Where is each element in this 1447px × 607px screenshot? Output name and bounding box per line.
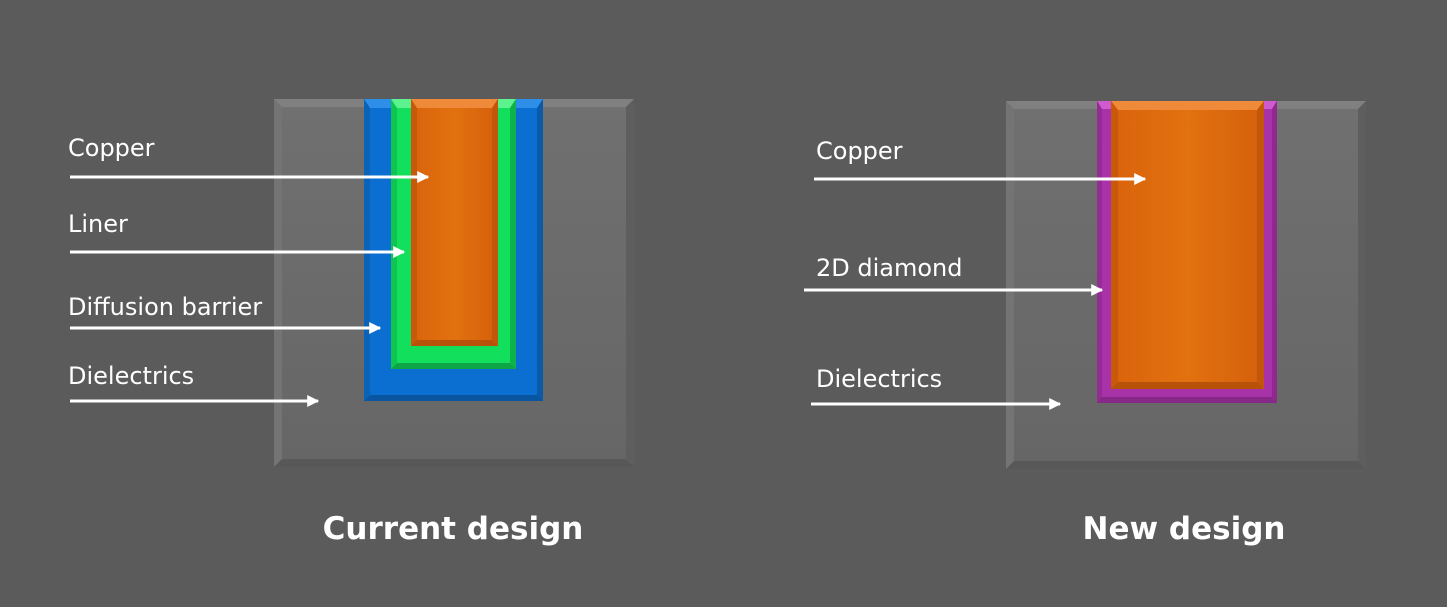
- current-label-copper: Copper: [68, 134, 155, 162]
- current-label-diffusion-barrier: Diffusion barrier: [68, 293, 262, 321]
- current-copper-core: [411, 99, 498, 346]
- new-design-group: Copper 2D diamond Dielectrics New design: [804, 101, 1366, 547]
- current-design-caption: Current design: [323, 511, 584, 547]
- current-label-liner: Liner: [68, 210, 128, 238]
- new-copper-core: [1111, 101, 1264, 389]
- new-label-copper: Copper: [816, 137, 903, 165]
- new-label-dielectrics: Dielectrics: [816, 365, 942, 393]
- new-label-diamond: 2D diamond: [816, 254, 963, 282]
- new-design-caption: New design: [1083, 511, 1286, 547]
- current-label-dielectrics: Dielectrics: [68, 362, 194, 390]
- current-design-group: Copper Liner Diffusion barrier Dielectri…: [68, 99, 634, 547]
